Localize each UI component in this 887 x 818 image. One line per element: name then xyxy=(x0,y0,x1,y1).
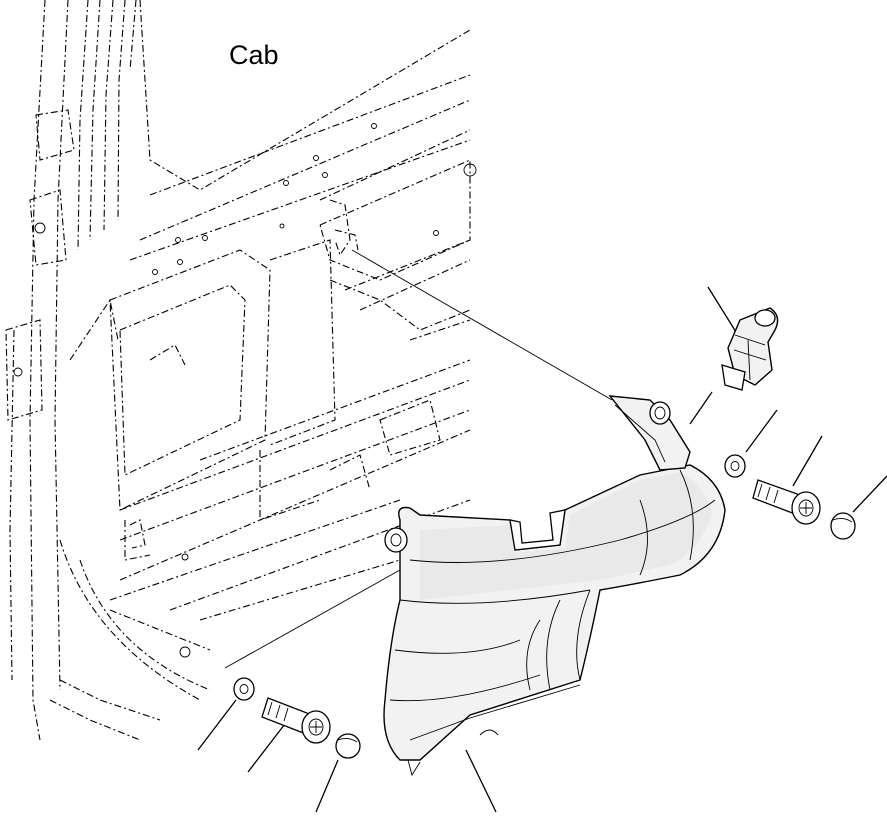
cab-label: Cab xyxy=(229,40,279,70)
bolt-right xyxy=(752,479,821,525)
cab-frame xyxy=(5,0,477,741)
switch-connector xyxy=(721,307,779,391)
washer-right xyxy=(724,454,746,478)
cap-right xyxy=(830,512,856,540)
washer-left xyxy=(233,677,255,701)
bolt-left xyxy=(261,697,331,744)
cap-left xyxy=(335,733,361,759)
cover-panel xyxy=(383,395,726,777)
leader-lines xyxy=(197,249,887,813)
